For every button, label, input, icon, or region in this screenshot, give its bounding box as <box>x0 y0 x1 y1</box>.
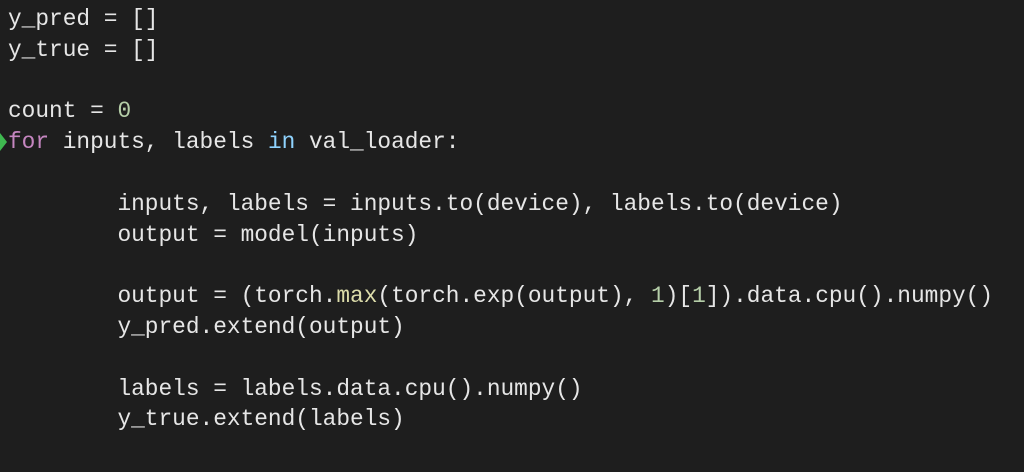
code-token: (torch.exp(output), <box>377 283 651 310</box>
code-token: output = (torch. <box>8 283 337 310</box>
code-token: ]).data.cpu().numpy() <box>705 283 994 310</box>
code-line: labels = labels.data.cpu().numpy() <box>8 374 993 405</box>
code-token: y_pred = [] <box>8 6 159 32</box>
code-line <box>8 343 993 374</box>
code-token: for <box>8 129 50 156</box>
code-token: in <box>267 129 296 156</box>
code-token: y_true = [] <box>8 36 159 63</box>
code-line <box>8 250 993 281</box>
code-line <box>8 66 993 97</box>
code-line: inputs, labels = inputs.to(device), labe… <box>8 189 993 220</box>
current-line-marker-icon <box>0 133 7 151</box>
code-token: max <box>336 283 378 310</box>
code-line: count = 0 <box>8 96 993 127</box>
code-line: y_pred = [] <box>8 4 993 35</box>
code-token: inputs, labels = inputs.to(device), labe… <box>8 190 843 217</box>
code-line <box>8 158 993 189</box>
code-line: output = (torch.max(torch.exp(output), 1… <box>8 281 993 312</box>
code-token: 1 <box>692 283 706 310</box>
code-line: for inputs, labels in val_loader: <box>8 127 993 158</box>
code-line: y_pred.extend(output) <box>8 312 993 343</box>
code-token: y_pred.extend(output) <box>8 313 405 340</box>
code-line: y_true.extend(labels) <box>8 404 993 435</box>
code-token: count = <box>8 98 118 125</box>
code-token: inputs, labels <box>49 129 268 156</box>
code-token: y_true.extend(labels) <box>8 406 405 433</box>
code-token: )[ <box>664 283 693 310</box>
code-token: output = model(inputs) <box>8 221 419 248</box>
code-line: y_true = [] <box>8 35 993 66</box>
code-token: val_loader: <box>295 129 460 156</box>
code-token: labels = labels.data.cpu().numpy() <box>8 375 583 402</box>
code-token: 1 <box>651 283 665 310</box>
code-token: 0 <box>117 98 132 125</box>
code-line: output = model(inputs) <box>8 220 993 251</box>
